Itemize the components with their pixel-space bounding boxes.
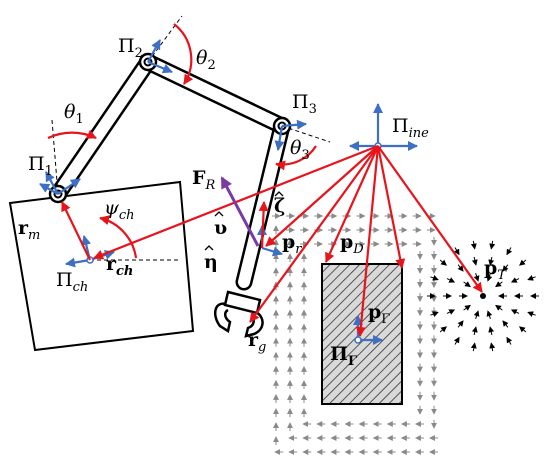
label-pi-ine: Πine [392,115,429,141]
target-field-arrow [473,273,480,282]
theta3-arc [275,145,317,171]
target-field-arrow [486,310,493,319]
vector-p-gamma [376,145,406,269]
label-eta: η [204,251,218,273]
vector-zeta [258,201,269,249]
frame-pi2 [147,39,173,74]
target-field-arrow [510,277,520,283]
label-p-T: pT [484,257,507,283]
vector-p-T [377,145,483,293]
target-field-arrow [430,275,439,281]
hat-accents [204,191,284,251]
labels: Π1 Π2 Π3 Πine Πch ΠΓ θ1 θ2 θ3 ψch rm rch… [18,35,507,369]
target-field-arrow [470,342,477,352]
theta2-arc [173,23,194,85]
frame-pi-ine [349,103,418,151]
vector-r-m [61,201,91,261]
target-field-arrow [495,304,503,311]
target-field-arrow [446,277,456,283]
label-theta1: θ1 [64,101,84,127]
vector-p-D [324,145,380,263]
label-zeta: ζ [274,195,285,217]
target-field-arrow [527,311,536,317]
vector-to-obstacle [355,145,380,337]
frame-pi3 [274,119,307,151]
label-r-ch: rch [106,253,133,279]
target-field-arrow [489,240,496,250]
target-field-arrow [488,326,495,336]
label-p-gamma: pΓ [368,301,390,327]
target-field-arrow [486,273,493,282]
theta1-arc [47,129,97,139]
target-field-arrow [453,247,460,256]
target-field-arrow [457,264,464,272]
target-field-arrow [463,281,471,288]
target-field-arrow [519,326,527,333]
label-p-D: pD [340,231,364,257]
target-field-arrow [471,256,478,266]
target-field-arrow [463,304,471,311]
label-pi3: Π3 [292,91,317,117]
target-field-arrow [495,281,503,288]
target-field-arrow [489,342,496,352]
label-pi-gamma: ΠΓ [330,343,358,369]
target-vector-field [427,240,539,352]
angle-reference-lines [51,15,331,261]
vector-p-r [265,145,379,247]
frame-pi1 [39,171,81,195]
label-F-R: FR [192,167,216,193]
label-r-g: rg [248,329,266,355]
target-field-arrow [471,326,478,336]
chassis-body [8,180,195,352]
target-field-arrow [453,336,460,345]
link-1 [49,53,157,203]
label-p-r: pr [282,231,302,257]
target-field-arrow [510,309,520,315]
target-field-arrow [502,320,509,328]
target-field-arrow [506,247,513,256]
target-field-arrow [473,310,480,319]
psi-ch-arc [99,215,138,259]
label-pi1: Π1 [28,153,53,179]
target-field-arrow [430,311,439,317]
target-field-arrow [457,320,464,328]
target-field-arrow [439,326,447,333]
origin-pi-gamma [354,336,362,344]
target-field-arrow [470,240,477,250]
label-theta3: θ3 [290,137,310,163]
target-field-arrow [439,259,447,266]
target-field-arrow [527,275,536,281]
target-field-arrow [506,336,513,345]
label-r-m: rm [18,217,40,243]
target-field-arrow [519,259,527,266]
target-field-arrow [488,256,495,266]
target-field-arrow [502,264,509,272]
label-pi-ch: Πch [56,269,88,295]
label-upsilon: υ [214,217,227,239]
label-pi2: Π2 [118,35,143,61]
label-psi-ch: ψch [104,197,135,223]
force-vector-FR [220,176,260,247]
label-theta2: θ2 [196,47,216,73]
target-field-arrow [446,309,456,315]
obstacle-box [321,263,403,405]
target-point [480,293,486,299]
vector-r-g [249,145,379,323]
